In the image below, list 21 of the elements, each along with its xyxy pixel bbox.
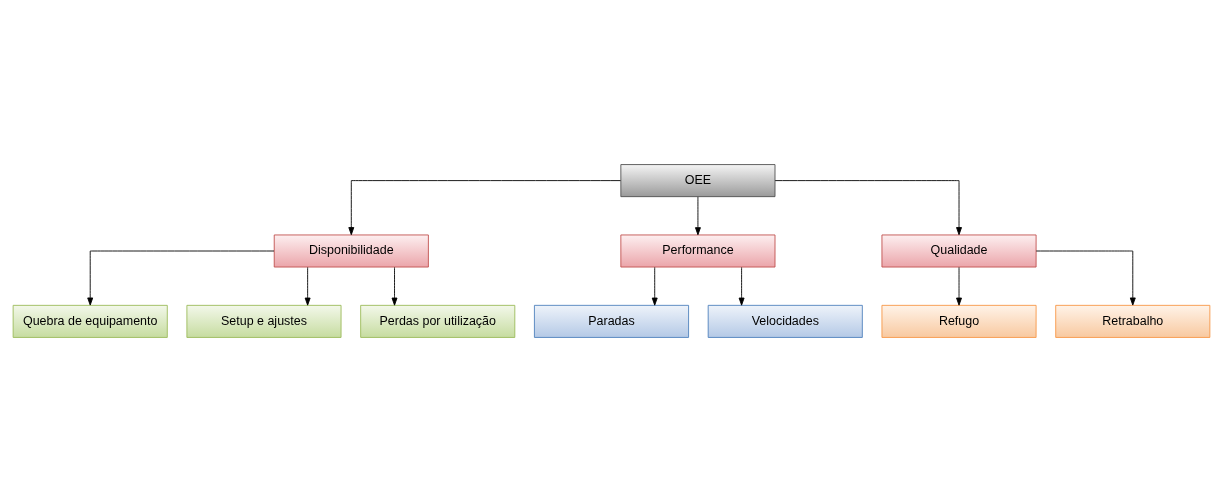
arrow [651,266,658,306]
node-box: Qualidade [881,234,1037,267]
node-box: Setup e ajustes [186,304,342,338]
arrow [348,179,621,235]
node-box: Refugo [881,304,1037,338]
node-box: Velocidades [707,304,863,338]
arrow [87,250,275,305]
arrow [774,179,962,235]
arrow [304,266,311,306]
node-box: OEE [620,163,776,197]
node-box: Paradas [533,304,690,338]
arrow [391,266,398,306]
node-box: Quebra de equipamento [12,304,168,338]
arrow [1035,250,1136,305]
node-box: Performance [620,234,776,267]
arrow [956,266,962,306]
arrow [695,196,701,235]
node-box: Disponibilidade [273,234,429,267]
arrow [738,266,745,306]
node-box: Retrabalho [1055,304,1211,338]
node-box: Perdas por utilização [360,304,516,338]
